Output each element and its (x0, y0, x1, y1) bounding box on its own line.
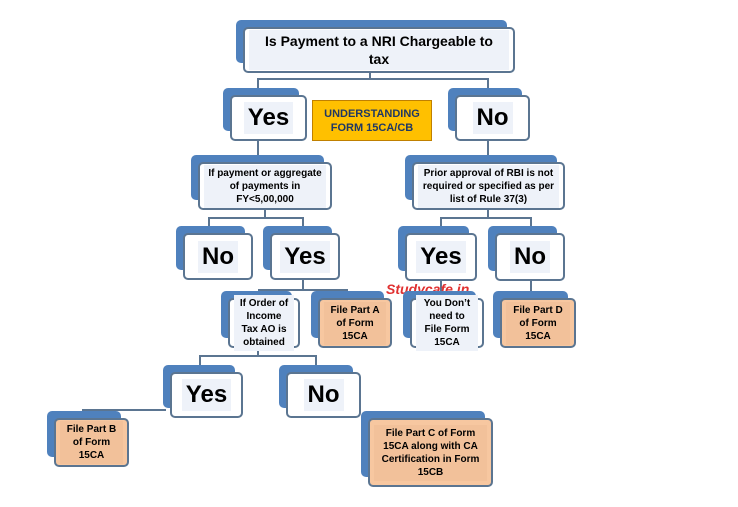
connector (257, 78, 259, 90)
node-yes-amount: Yes (263, 226, 340, 280)
node-no-rbi: No (488, 226, 565, 281)
node-part-c: File Part C of Form 15CA along with CA C… (361, 411, 493, 487)
connector (302, 217, 304, 231)
connector (208, 217, 210, 231)
connector (264, 210, 266, 218)
connector (82, 409, 166, 411)
connector (199, 355, 317, 357)
node-yes-rbi: Yes (398, 226, 477, 281)
connector (257, 78, 489, 80)
connector (257, 140, 259, 162)
connector (530, 281, 532, 299)
node-part-a: File Part A of Form 15CA (311, 291, 392, 348)
node-no-need: You Don’t need to File Form 15CA (403, 291, 484, 351)
node-no-amount: No (176, 226, 253, 280)
connector (440, 281, 442, 299)
node-part-d: File Part D of Form 15CA (493, 291, 576, 348)
title-node: Is Payment to a NRI Chargeable to tax (236, 20, 515, 73)
node-order-question: If Order of Income Tax AO is obtained (221, 291, 300, 351)
connector (257, 348, 259, 357)
connector (440, 217, 532, 219)
node-yes-order: Yes (163, 365, 243, 418)
connector (208, 217, 304, 219)
connector (258, 289, 348, 291)
connector (302, 280, 304, 290)
connector (315, 355, 317, 365)
connector (487, 140, 489, 162)
node-no-chargeable: No (448, 88, 530, 141)
diagram-label: UNDERSTANDING FORM 15CA/CB (312, 100, 432, 141)
node-yes-chargeable: Yes (223, 88, 307, 141)
node-part-b: File Part B of Form 15CA (47, 411, 129, 467)
connector (369, 72, 371, 80)
title-text: Is Payment to a NRI Chargeable to tax (249, 30, 509, 70)
node-rbi-question: Prior approval of RBI is not required or… (405, 155, 565, 210)
connector (440, 217, 442, 231)
connector (487, 78, 489, 90)
connector (487, 210, 489, 218)
node-amount-question: If payment or aggregate of payments in F… (191, 155, 332, 210)
connector (530, 217, 532, 231)
connector (199, 355, 201, 365)
node-no-order: No (279, 365, 361, 418)
